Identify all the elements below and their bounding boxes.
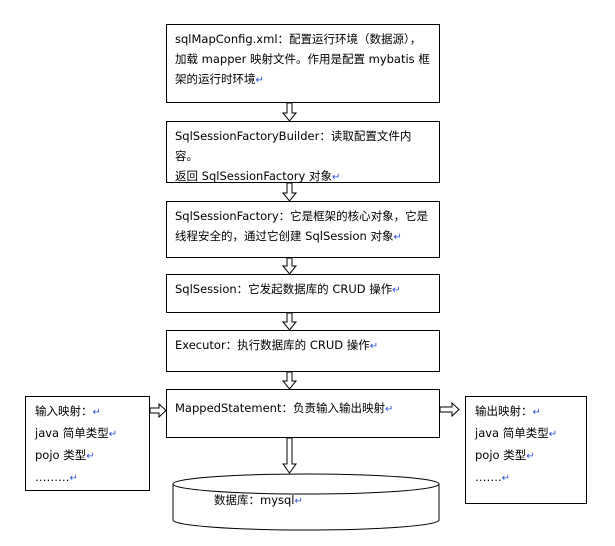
- output-mapping-title: 输出映射：: [475, 404, 533, 418]
- return-mark-icon: ↵: [108, 429, 118, 440]
- sqlsessionfactorybuilder-box: SqlSessionFactoryBuilder：读取配置文件内容。 返回 Sq…: [166, 121, 440, 183]
- return-mark-icon: ↵: [86, 451, 95, 462]
- database-cylinder: [172, 473, 440, 531]
- sqlmapconfig-box: sqlMapConfig.xml：配置运行环境（数据源）， 加载 mapper …: [166, 24, 440, 103]
- mappedstatement-box: MappedStatement：负责输入输出映射↵: [166, 389, 440, 438]
- sqlmapconfig-line-3: 架的运行时环境: [175, 72, 256, 86]
- down-arrow-3: [281, 257, 298, 275]
- factory-line-2: 线程安全的，通过它创建 SqlSession 对象: [175, 229, 394, 243]
- input-mapping-line-4: ………: [35, 470, 70, 484]
- builder-line-2: 返回 SqlSessionFactory 对象: [175, 169, 332, 183]
- return-mark-icon: ↵: [384, 404, 394, 415]
- output-mapping-box: 输出映射：↵ java 简单类型↵ pojo 类型↵ …….↵: [465, 396, 587, 504]
- executor-line-1: Executor：执行数据库的 CRUD 操作: [175, 338, 370, 352]
- return-mark-icon: ↵: [392, 285, 401, 296]
- input-mapping-title: 输入映射：: [35, 404, 93, 418]
- database-label: 数据库：mysql↵: [214, 490, 303, 512]
- down-arrow-1: [281, 102, 298, 122]
- sqlmapconfig-line-1: sqlMapConfig.xml：配置运行环境（数据源），: [175, 32, 422, 46]
- down-arrow-6: [282, 437, 297, 474]
- return-mark-icon: ↵: [526, 451, 535, 462]
- return-mark-icon: ↵: [255, 75, 264, 86]
- down-arrow-5: [281, 371, 298, 390]
- mapped-to-output-arrow: [439, 401, 460, 418]
- mappedstatement-line-1: MappedStatement：负责输入输出映射: [175, 401, 385, 415]
- executor-box: Executor：执行数据库的 CRUD 操作↵: [166, 330, 440, 372]
- return-mark-icon: ↵: [294, 496, 303, 507]
- input-mapping-line-2: java 简单类型: [35, 426, 109, 440]
- builder-line-1: SqlSessionFactoryBuilder：读取配置文件内容。: [175, 129, 412, 163]
- down-arrow-2: [281, 182, 298, 202]
- return-mark-icon: ↵: [369, 341, 379, 352]
- return-mark-icon: ↵: [393, 232, 402, 243]
- factory-line-1: SqlSessionFactory：它是框架的核心对象，它是: [175, 209, 429, 223]
- return-mark-icon: ↵: [501, 473, 511, 484]
- return-mark-icon: ↵: [69, 473, 78, 484]
- sqlsession-line-1: SqlSession：它发起数据库的 CRUD 操作: [175, 282, 393, 296]
- return-mark-icon: ↵: [332, 172, 341, 183]
- input-mapping-line-3: pojo 类型: [35, 448, 87, 462]
- output-mapping-line-2: java 简单类型: [475, 426, 549, 440]
- return-mark-icon: ↵: [548, 429, 558, 440]
- output-mapping-line-3: pojo 类型: [475, 448, 527, 462]
- sqlsession-box: SqlSession：它发起数据库的 CRUD 操作↵: [166, 274, 440, 313]
- return-mark-icon: ↵: [532, 407, 541, 418]
- input-mapping-box: 输入映射：↵ java 简单类型↵ pojo 类型↵ ………↵: [25, 396, 150, 491]
- output-mapping-line-4: …….: [475, 470, 502, 484]
- sqlmapconfig-line-2: 加载 mapper 映射文件。作用是配置 mybatis 框: [175, 52, 430, 66]
- input-to-mapped-arrow: [149, 402, 167, 419]
- down-arrow-4: [281, 312, 298, 331]
- return-mark-icon: ↵: [92, 407, 101, 418]
- database-label-text: 数据库：mysql: [214, 493, 295, 507]
- sqlsessionfactory-box: SqlSessionFactory：它是框架的核心对象，它是 线程安全的，通过它…: [166, 201, 440, 258]
